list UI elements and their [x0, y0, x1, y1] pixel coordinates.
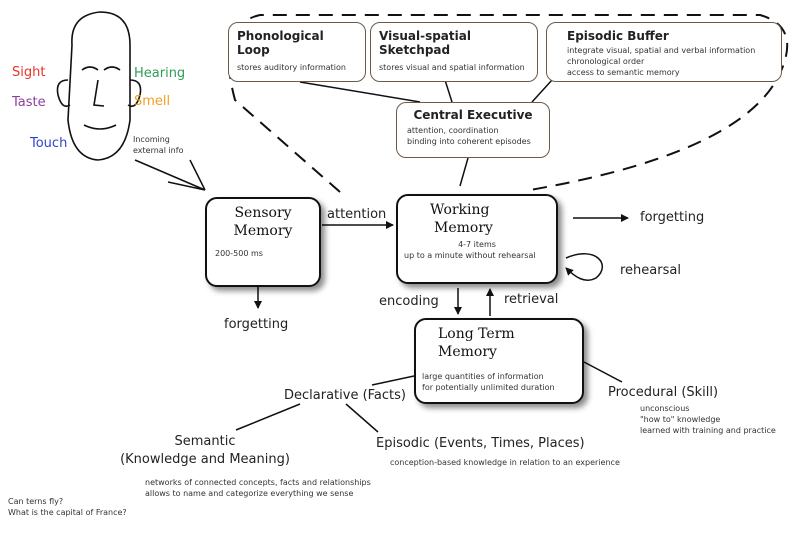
- retrieval-label: retrieval: [504, 292, 559, 307]
- connector-phonological: [299, 81, 421, 103]
- sense-hearing: Hearing: [134, 66, 186, 81]
- declarative-label: Declarative (Facts): [284, 388, 406, 403]
- input-arrow: [134, 159, 206, 191]
- incoming-info-label: Incoming external info: [133, 135, 184, 155]
- sense-touch: Touch: [30, 136, 68, 151]
- visuospatial-sketchpad-title: Visual-spatial Sketchpad: [379, 29, 471, 57]
- face-icon: [56, 11, 142, 161]
- connector-episodic: [345, 403, 379, 433]
- phonological-loop-title: Phonological Loop: [237, 29, 324, 57]
- rehearsal-loop-arrow: [565, 253, 603, 281]
- working-memory-dashed-region: [227, 14, 789, 193]
- rehearsal-label: rehearsal: [620, 263, 681, 278]
- long-term-memory-box: Long Term Memory large quantities of inf…: [414, 318, 584, 404]
- phonological-loop-box: Phonological Loop stores auditory inform…: [228, 22, 366, 82]
- encoding-label: encoding: [379, 294, 439, 309]
- episodic-buffer-title: Episodic Buffer: [567, 29, 669, 43]
- example-questions: Can terns fly? What is the capital of Fr…: [8, 497, 127, 517]
- semantic-label: Semantic (Knowledge and Meaning): [120, 434, 290, 467]
- attention-label: attention: [327, 207, 387, 222]
- semantic-description: networks of connected concepts, facts an…: [145, 478, 371, 498]
- sensory-memory-box: Sensory Memory 200-500 ms: [205, 197, 321, 287]
- working-memory-box: Working Memory 4-7 items up to a minute …: [396, 194, 558, 284]
- connector-procedural: [583, 361, 623, 383]
- procedural-label: Procedural (Skill): [608, 385, 719, 400]
- procedural-description: unconscious "how to" knowledge learned w…: [640, 404, 776, 435]
- episodic-description: conception-based knowledge in relation t…: [390, 458, 620, 467]
- sense-smell: Smell: [134, 94, 171, 109]
- central-executive-title: Central Executive: [413, 108, 533, 122]
- sense-taste: Taste: [12, 95, 46, 110]
- connector-declarative: [371, 375, 415, 386]
- working-forgetting-label: forgetting: [640, 210, 705, 225]
- central-executive-box: Central Executive attention, coordinatio…: [396, 102, 550, 158]
- episodic-buffer-box: Episodic Buffer integrate visual, spatia…: [546, 22, 782, 82]
- connector-semantic: [235, 403, 301, 431]
- connector-sketchpad: [444, 79, 453, 103]
- sense-sight: Sight: [12, 65, 46, 80]
- connector-executive-working: [459, 157, 469, 187]
- episodic-label: Episodic (Events, Times, Places): [376, 436, 585, 451]
- sensory-forgetting-label: forgetting: [224, 317, 289, 332]
- visuospatial-sketchpad-box: Visual-spatial Sketchpad stores visual a…: [370, 22, 538, 82]
- connector-buffer: [531, 79, 553, 103]
